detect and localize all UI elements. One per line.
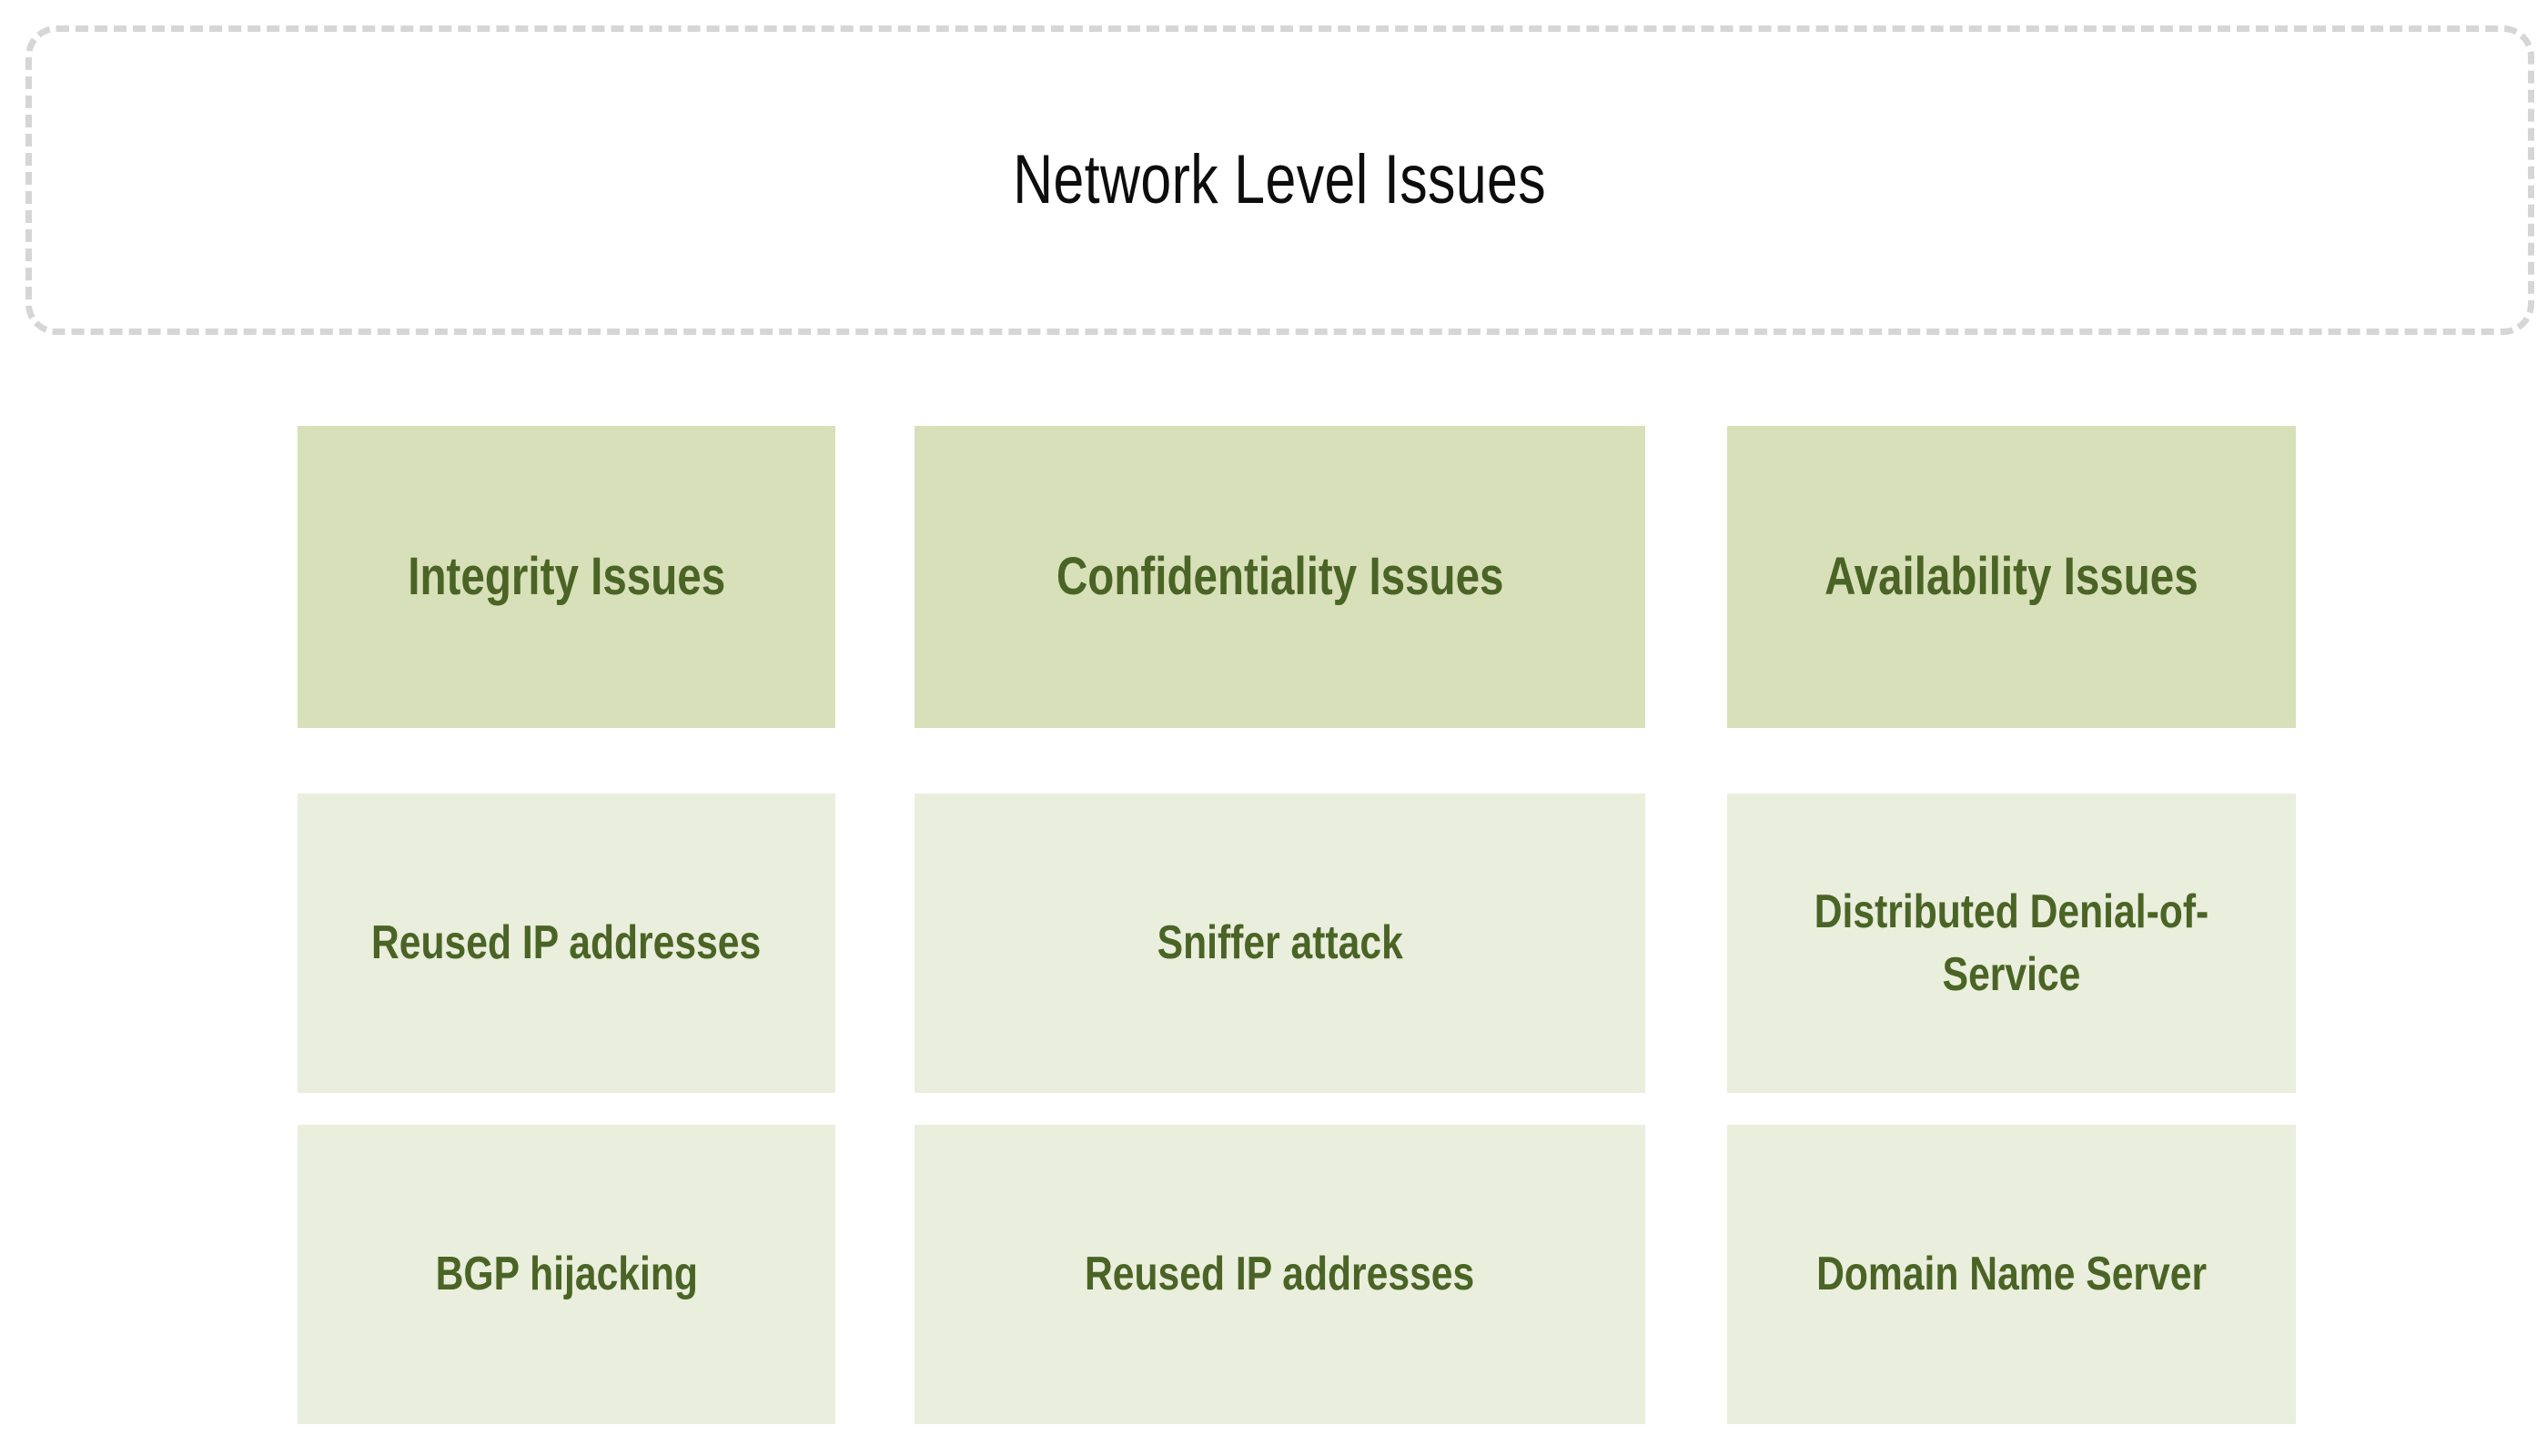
issue-item-card[interactable]: Reused IP addresses	[915, 1125, 1645, 1424]
network-level-issues-header-box: Network Level Issues	[25, 25, 2534, 335]
issue-column-integrity: Integrity Issues Reused IP addresses BGP…	[298, 426, 835, 1456]
issue-item-label: BGP hijacking	[435, 1248, 698, 1301]
issue-item-label: Distributed Denial-of-Service	[1814, 885, 2209, 1001]
issue-column-confidentiality: Confidentiality Issues Sniffer attack Re…	[915, 426, 1645, 1456]
issue-item-card[interactable]: Sniffer attack	[915, 794, 1645, 1093]
issue-item-label: Sniffer attack	[1157, 916, 1403, 970]
issue-item-card[interactable]: Distributed Denial-of-Service	[1727, 794, 2296, 1093]
issue-item-card[interactable]: Domain Name Server	[1727, 1125, 2296, 1424]
column-heading-label: Integrity Issues	[408, 546, 725, 606]
issue-item-label: Reused IP addresses	[1085, 1248, 1475, 1301]
column-heading-availability[interactable]: Availability Issues	[1727, 426, 2296, 728]
column-heading-integrity[interactable]: Integrity Issues	[298, 426, 835, 728]
issue-item-card[interactable]: Reused IP addresses	[298, 794, 835, 1093]
issue-item-label: Reused IP addresses	[371, 916, 762, 970]
column-heading-label: Availability Issues	[1824, 546, 2198, 606]
issue-column-availability: Availability Issues Distributed Denial-o…	[1727, 426, 2296, 1456]
page-title: Network Level Issues	[1013, 141, 1547, 219]
column-heading-confidentiality[interactable]: Confidentiality Issues	[915, 426, 1645, 728]
issue-item-label: Domain Name Server	[1816, 1248, 2207, 1301]
column-heading-label: Confidentiality Issues	[1056, 546, 1504, 606]
issue-item-card[interactable]: BGP hijacking	[298, 1125, 835, 1424]
